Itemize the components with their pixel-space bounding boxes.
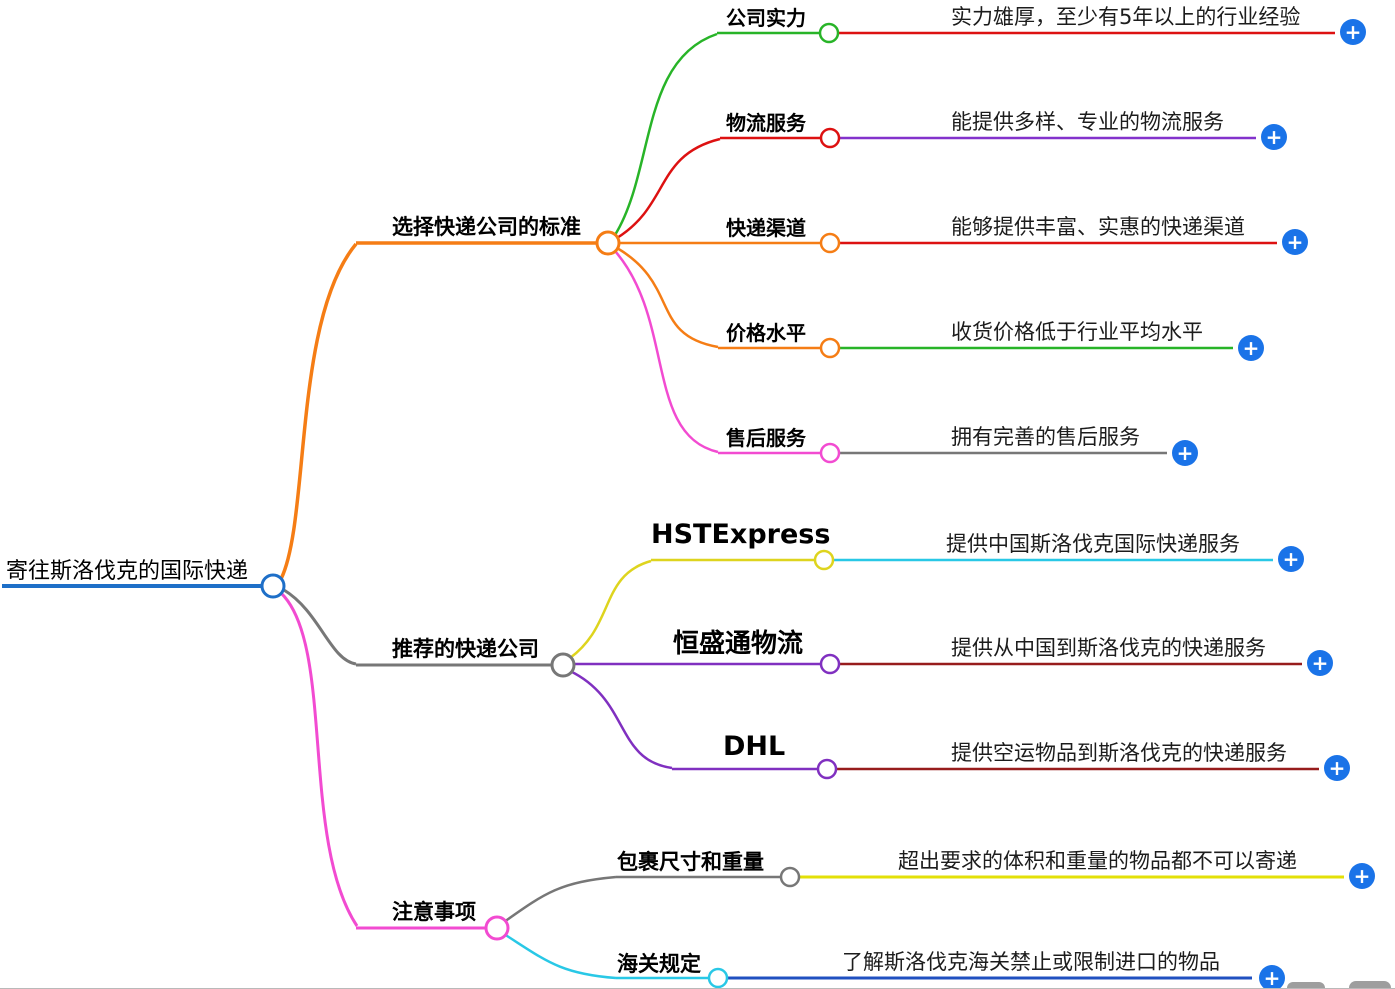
branch-notes-label[interactable]: 注意事项 <box>392 900 476 924</box>
plus-icon: + <box>1263 966 1281 989</box>
add-child-button-after-sales[interactable]: + <box>1172 440 1198 466</box>
leaf-price-level-label[interactable]: 价格水平 <box>726 321 806 345</box>
leaf-dhl-label[interactable]: DHL <box>723 731 786 762</box>
desc-hstexpress[interactable]: 提供中国斯洛伐克国际快递服务 <box>946 532 1240 556</box>
leaf-after-sales-circle[interactable] <box>819 442 841 464</box>
edge-root-branch-notes <box>279 591 359 927</box>
desc-logistics-service[interactable]: 能提供多样、专业的物流服务 <box>951 110 1224 134</box>
leaf-express-channels-circle[interactable] <box>819 232 841 254</box>
desc-dhl[interactable]: 提供空运物品到斯洛伐克的快递服务 <box>951 741 1287 765</box>
edge-company-strength <box>613 32 718 236</box>
root-node-label[interactable]: 寄往斯洛伐克的国际快递 <box>6 559 249 584</box>
cropped-control-pill-1[interactable] <box>1287 982 1325 988</box>
add-child-button-hstexpress[interactable]: + <box>1278 546 1304 572</box>
leaf-logistics-service-label[interactable]: 物流服务 <box>726 111 806 135</box>
add-child-button-package-size[interactable]: + <box>1349 863 1375 889</box>
desc-package-size[interactable]: 超出要求的体积和重量的物品都不可以寄递 <box>898 849 1297 873</box>
leaf-after-sales-label[interactable]: 售后服务 <box>726 426 806 450</box>
desc-hengshengtong[interactable]: 提供从中国到斯洛伐克的快递服务 <box>951 636 1266 660</box>
plus-icon: + <box>1311 651 1329 675</box>
edge-after-sales <box>614 250 719 454</box>
leaf-company-strength-label[interactable]: 公司实力 <box>726 6 806 30</box>
plus-icon: + <box>1265 125 1283 149</box>
plus-icon: + <box>1353 864 1371 888</box>
edge-root-branch-companies <box>283 588 357 666</box>
leaf-customs-rules-label[interactable]: 海关规定 <box>617 952 701 976</box>
add-child-button-price-level[interactable]: + <box>1238 335 1264 361</box>
cropped-control-pill-2[interactable] <box>1349 981 1391 988</box>
leaf-logistics-service-circle[interactable] <box>819 127 841 149</box>
edge-dhl <box>569 669 673 770</box>
edge-price-level <box>616 246 719 349</box>
leaf-package-size-circle[interactable] <box>779 866 801 888</box>
edge-customs-rules <box>503 932 617 980</box>
leaf-hengshengtong-label[interactable]: 恒盛通物流 <box>673 629 804 659</box>
add-child-button-logistics-service[interactable]: + <box>1261 124 1287 150</box>
add-child-button-company-strength[interactable]: + <box>1340 19 1366 45</box>
edge-hstexpress <box>569 559 652 660</box>
edge-logistics-service <box>616 137 721 240</box>
leaf-dhl-circle[interactable] <box>816 758 838 780</box>
leaf-company-strength-circle[interactable] <box>818 22 840 44</box>
desc-customs-rules[interactable]: 了解斯洛伐克海关禁止或限制进口的物品 <box>842 950 1220 974</box>
leaf-price-level-circle[interactable] <box>819 337 841 359</box>
branch-notes-circle[interactable] <box>484 915 510 941</box>
leaf-hengshengtong-circle[interactable] <box>819 653 841 675</box>
branch-companies-label[interactable]: 推荐的快递公司 <box>392 637 539 661</box>
edge-package-size <box>503 875 617 924</box>
plus-icon: + <box>1344 20 1362 44</box>
add-child-button-customs-rules[interactable]: + <box>1259 965 1285 989</box>
desc-price-level[interactable]: 收货价格低于行业平均水平 <box>951 320 1203 344</box>
leaf-hstexpress-circle[interactable] <box>813 549 835 571</box>
plus-icon: + <box>1242 336 1260 360</box>
leaf-customs-rules-circle[interactable] <box>707 967 729 988</box>
leaf-package-size-label[interactable]: 包裹尺寸和重量 <box>617 850 764 874</box>
add-child-button-express-channels[interactable]: + <box>1282 229 1308 255</box>
root-node-circle[interactable] <box>260 573 286 599</box>
desc-express-channels[interactable]: 能够提供丰富、实惠的快递渠道 <box>951 215 1245 239</box>
leaf-express-channels-label[interactable]: 快递渠道 <box>726 216 806 240</box>
desc-company-strength[interactable]: 实力雄厚，至少有5年以上的行业经验 <box>951 5 1301 29</box>
edge-root-branch-standards <box>279 242 358 580</box>
plus-icon: + <box>1286 230 1304 254</box>
branch-standards-label[interactable]: 选择快递公司的标准 <box>392 215 581 239</box>
plus-icon: + <box>1328 756 1346 780</box>
branch-standards-circle[interactable] <box>595 230 621 256</box>
plus-icon: + <box>1282 547 1300 571</box>
plus-icon: + <box>1176 441 1194 465</box>
add-child-button-hengshengtong[interactable]: + <box>1307 650 1333 676</box>
add-child-button-dhl[interactable]: + <box>1324 755 1350 781</box>
branch-companies-circle[interactable] <box>550 652 576 678</box>
leaf-hstexpress-label[interactable]: HSTExpress <box>651 519 831 550</box>
desc-after-sales[interactable]: 拥有完善的售后服务 <box>951 425 1140 449</box>
